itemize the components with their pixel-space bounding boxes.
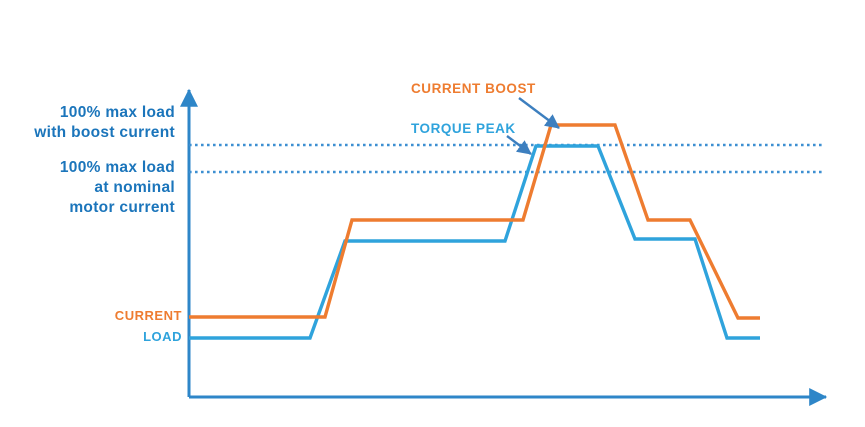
- series-line-load: [189, 144, 760, 340]
- reference-label-boost-load: 100% max load with boost current: [34, 104, 175, 141]
- series-label-current: CURRENT: [114, 308, 182, 323]
- torque-peak-arrow-icon: [506, 135, 532, 155]
- annotation-current-boost: CURRENT BOOST: [411, 81, 536, 96]
- reference-label-nominal-load: 100% max load at nominal motor current: [59, 159, 175, 216]
- current-boost-arrow-icon: [518, 97, 560, 129]
- series-line-current: [189, 123, 760, 320]
- annotation-torque-peak: TORQUE PEAK: [411, 121, 516, 136]
- series-label-load: LOAD: [143, 329, 182, 344]
